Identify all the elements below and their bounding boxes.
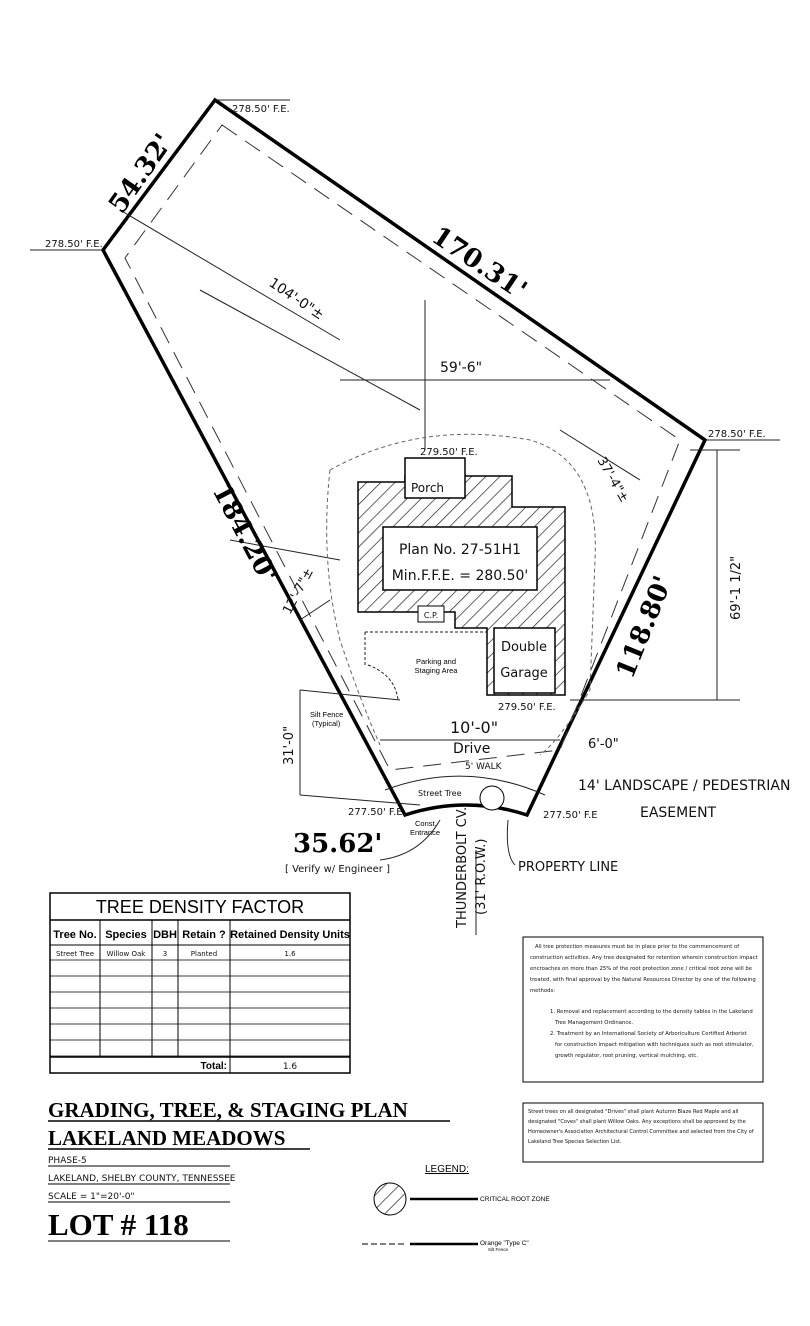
dim-side-right: 6'-0" xyxy=(588,737,619,752)
street-tree-label: Street Tree xyxy=(418,789,462,798)
dim-front-setback: 31'-0" xyxy=(282,726,297,765)
lot-line-front: 35.62' xyxy=(293,829,382,859)
street-tree-symbol xyxy=(479,785,505,811)
garage-label-1: Double xyxy=(501,640,547,655)
note-item-line: 1. Removal and replacement according to … xyxy=(550,1009,753,1015)
note-item-line: Tree Management Ordinance. xyxy=(554,1020,634,1026)
legend-critical-root-zone: CRITICAL ROOT ZONE xyxy=(480,1196,550,1203)
table-cell: Planted xyxy=(191,950,217,958)
elevation-front-right: 277.50' F.E xyxy=(543,810,598,821)
legend-title: LEGEND: xyxy=(425,1164,469,1175)
dim-rear-setback: 37'-4"± xyxy=(594,455,632,506)
table-cell: 3 xyxy=(163,950,167,958)
porch xyxy=(404,457,466,499)
verify-note: [ Verify w/ Engineer ] xyxy=(285,864,390,875)
table-header: Tree No. xyxy=(53,929,96,941)
dim-drive-width: 10'-0" xyxy=(450,718,498,737)
table-header: DBH xyxy=(153,929,177,941)
legend-silt-fence-1: Orange "Type C" xyxy=(480,1240,529,1247)
street-tree-note-box xyxy=(522,1102,764,1163)
elevation-left: 278.50' F.E. xyxy=(45,239,103,250)
garage-label-2: Garage xyxy=(500,666,548,681)
table-cell: 1.6 xyxy=(284,950,296,958)
parking-label-1: Parking and xyxy=(416,657,456,666)
lot-number: LOT # 118 xyxy=(48,1207,189,1242)
const-entrance-label-2: Entrance xyxy=(410,828,440,837)
note-line: encroaches on more than 25% of the root … xyxy=(530,966,752,972)
plan-title: GRADING, TREE, & STAGING PLAN xyxy=(48,1098,408,1122)
tree-protection-fence xyxy=(326,433,596,756)
elevation-top: 278.50' F.E. xyxy=(232,104,290,115)
easement-label-2: EASEMENT xyxy=(640,805,717,821)
cp-box xyxy=(417,605,445,623)
porch-label: Porch xyxy=(411,481,444,495)
legend-silt-fence-2: Silt Fence xyxy=(488,1247,509,1252)
min-ffe: Min.F.F.E. = 280.50' xyxy=(392,568,529,584)
tree-density-table: TREE DENSITY FACTOR Tree No. Species DBH Re… xyxy=(49,892,351,1074)
lot-line-top-right: 170.31' xyxy=(426,221,532,306)
lot-boundary xyxy=(100,97,708,818)
silt-fence-label-2: (Typical) xyxy=(312,719,341,728)
street-tree-note-line: Street trees on all designated "Drives" … xyxy=(528,1109,738,1115)
phase: PHASE-5 xyxy=(48,1156,87,1166)
note-line: treated, with final approval by the Natu… xyxy=(530,977,756,983)
lot-line-left: 184.20' xyxy=(206,479,283,588)
table-header: Retain ? xyxy=(182,929,226,941)
elevation-house-rear: 279.50' F.E. xyxy=(420,447,478,458)
elevation-house-front: 279.50' F.E. xyxy=(498,702,556,713)
note-item-line: for construction impact mitigation with … xyxy=(555,1042,754,1048)
note-line: methods: xyxy=(530,988,555,994)
silt-fence-label-1: Silt Fence xyxy=(310,710,343,719)
table-total-value: 1.6 xyxy=(283,1062,298,1072)
cp-label: C.P. xyxy=(424,611,438,620)
street-tree-note-line: Lakeland Tree Species Selection List. xyxy=(528,1139,622,1145)
table-title: TREE DENSITY FACTOR xyxy=(96,897,304,917)
street-tree-note-line: designated "Coves" shall plant Willow Oa… xyxy=(528,1119,746,1125)
street-tree-note-line: Homeowner's Association Architectural Co… xyxy=(528,1129,754,1135)
elevation-front-left: 277.50' F.E xyxy=(348,807,403,818)
dim-side-depth: 69'-1 1/2" xyxy=(729,556,744,620)
dim-width: 59'-6" xyxy=(440,360,482,376)
lot-line-top-left: 54.32' xyxy=(103,129,179,219)
elevation-right: 278.50' F.E. xyxy=(708,429,766,440)
building-setback-line xyxy=(124,124,681,771)
table-total-label: Total: xyxy=(201,1061,227,1072)
note-line: All tree protection measures must be in … xyxy=(535,944,739,950)
garage-box xyxy=(493,627,556,694)
dim-depth: 104'-0"± xyxy=(266,275,327,323)
note-item-line: growth regulator, root pruning, vertical… xyxy=(555,1053,698,1059)
table-header: Species xyxy=(105,929,147,941)
table-cell: Street Tree xyxy=(56,950,94,958)
subdivision-name: LAKELAND MEADOWS xyxy=(48,1126,285,1150)
location: LAKELAND, SHELBY COUNTY, TENNESSEE xyxy=(48,1174,236,1184)
street-name: THUNDERBOLT CV. xyxy=(455,807,470,929)
parking-area xyxy=(364,631,487,701)
note-line: construction activities. Any tree design… xyxy=(530,955,758,961)
drive-label: Drive xyxy=(453,741,490,757)
leader-lines xyxy=(379,819,516,935)
right-of-way: (31' R.O.W.) xyxy=(474,839,489,915)
table-cell: Willow Oak xyxy=(107,950,147,958)
parking-label-2: Staging Area xyxy=(415,666,459,675)
scale: SCALE = 1"=20'-0" xyxy=(48,1192,135,1202)
property-line-label: PROPERTY LINE xyxy=(518,860,618,875)
easement-label-1: 14' LANDSCAPE / PEDESTRIAN xyxy=(578,778,790,794)
walk-label: 5' WALK xyxy=(465,762,503,772)
plan-number: Plan No. 27-51H1 xyxy=(399,542,521,558)
note-item-line: 2. Treatment by an International Society… xyxy=(550,1031,747,1037)
critical-root-zone-symbol xyxy=(373,1182,407,1216)
table-header: Retained Density Units xyxy=(230,929,350,941)
lot-line-right: 118.80' xyxy=(611,572,679,683)
plan-box xyxy=(382,526,538,591)
extension-lines xyxy=(30,99,780,806)
drive-curve xyxy=(384,775,546,796)
notes-box xyxy=(522,936,764,1083)
const-entrance-label-1: Const. xyxy=(415,819,437,828)
